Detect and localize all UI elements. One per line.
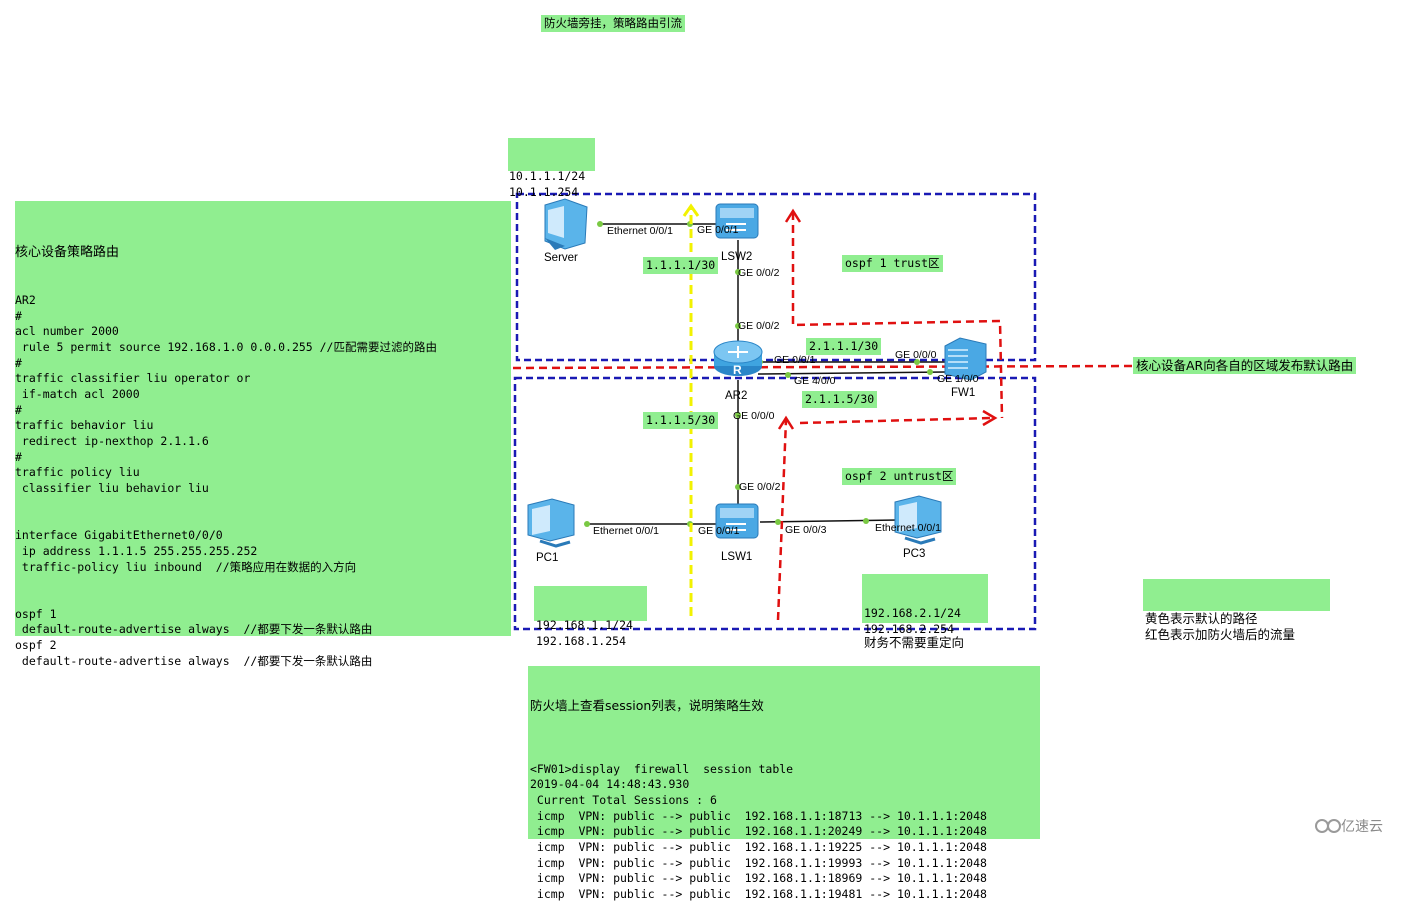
config-line: traffic-policy liu inbound //策略应用在数据的入方向 [15,559,357,574]
link-subnet-label: 1.1.1.5/30 [643,412,719,429]
config-line: ip address 1.1.1.5 255.255.255.252 [15,543,258,558]
trust-area-label: ospf 1 trust区 [842,255,943,272]
ar2-icon: R [713,340,763,377]
session-line: <FW01>display firewall session table [530,761,794,776]
config-lines: AR2#acl number 2000 rule 5 permit source… [15,293,511,670]
pc1-gateway: 192.168.1.254 [536,634,627,649]
config-line [15,497,511,513]
legend-red: 红色表示加防火墙后的流量 [1145,627,1296,642]
session-line: icmp VPN: public --> public 192.168.1.1:… [530,887,987,901]
config-line: default-route-advertise always //都要下发一条默… [15,622,373,637]
config-line: redirect ip-nexthop 2.1.1.6 [15,434,209,448]
server-ip: 10.1.1.1/24 [509,169,586,184]
config-line: ospf 1 [15,606,57,621]
untrust-area-label: ospf 2 untrust区 [842,468,957,485]
ar2-label: AR2 [725,390,748,402]
pc1-ip: 192.168.1.1/24 [536,618,633,633]
session-line: icmp VPN: public --> public 192.168.1.1:… [530,808,987,823]
port-label: GE 0/0/2 [738,267,780,279]
session-line: icmp VPN: public --> public 192.168.1.1:… [530,871,987,886]
port-label: Ethernet 0/0/1 [875,522,941,534]
config-line: # [15,308,22,323]
session-line: icmp VPN: public --> public 192.168.1.1:… [530,839,987,854]
legend-yellow: 黄色表示默认的路径 [1145,611,1258,626]
server-icon [544,198,588,250]
red-path [512,212,1134,621]
config-line [15,591,511,607]
pc3-gateway: 192.168.2.254 [864,622,955,637]
config-line: # [15,402,22,417]
config-line [15,512,511,528]
lsw1-icon [715,503,759,539]
port-label: GE 0/0/1 [697,224,739,236]
config-line: AR2 [15,292,36,307]
server-gateway: 10.1.1.254 [509,185,579,200]
config-line: classifier liu behavior liu [15,481,209,496]
default-route-note: 核心设备AR向各自的区域发布默认路由 [1133,357,1357,374]
pc1-label: PC1 [536,552,559,564]
port-label: GE 0/0/3 [785,524,827,536]
link-subnet-label: 1.1.1.1/30 [643,257,719,274]
pc3-note: 财务不需要重定向 [864,634,965,650]
fw1-icon [944,337,987,381]
config-line [15,575,511,591]
config-line: if-match acl 2000 [15,386,140,401]
policy-route-config-note: 核心设备策略路由 AR2#acl number 2000 rule 5 perm… [15,201,511,668]
port-label: GE 0/0/0 [895,349,937,361]
fw1-label: FW1 [951,387,976,399]
svg-text:R: R [733,363,742,377]
session-line: 2019-04-04 14:48:43.930 [530,777,690,792]
pc3-ip: 192.168.2.1/24 [864,606,961,621]
config-line: traffic behavior liu [15,418,154,433]
link-subnet-label: 2.1.1.1/30 [806,338,882,355]
pc3-icon [894,495,942,545]
session-line: icmp VPN: public --> public 192.168.1.1:… [530,855,987,870]
topology-canvas: R [512,192,1341,833]
session-heading: 防火墙上查看session列表，说明策略生效 [530,698,764,714]
link-subnet-label: 2.1.1.5/30 [802,391,878,408]
server-label: Server [544,252,578,264]
session-table-note: 防火墙上查看session列表，说明策略生效 <FW01>display fir… [528,666,1040,901]
port-label: GE 0/0/2 [739,481,781,493]
session-line: icmp VPN: public --> public 192.168.1.1:… [530,824,987,839]
watermark-logo-icon [1315,819,1341,833]
port-label: GE 0/0/1 [698,525,740,537]
port-dots [584,221,933,527]
session-line: Current Total Sessions : 6 [530,792,717,807]
watermark-text: 亿速云 [1341,819,1383,835]
untrust-zone-box [513,376,1037,631]
config-line: default-route-advertise always //都要下发一条默… [15,653,373,668]
config-line: # [15,449,22,464]
lsw2-icon [715,203,759,239]
port-label: Ethernet 0/0/1 [607,225,673,237]
lsw2-label: LSW2 [721,251,753,263]
config-heading: 核心设备策略路由 [15,245,120,261]
legend: 黄色表示默认的路径红色表示加防火墙后的流量 [1143,579,1330,642]
port-label: GE 1/0/0 [937,373,979,385]
port-label: Ethernet 0/0/1 [593,525,659,537]
pc3-label: PC3 [903,548,926,560]
port-label: GE 0/0/0 [733,410,775,422]
config-line: traffic classifier liu operator or [15,371,251,386]
trust-zone-box [515,192,1037,362]
page-title: 防火墙旁挂，策略路由引流 [541,15,685,32]
config-line: ospf 2 [15,637,57,652]
pc1-icon [527,498,575,548]
port-label: GE 0/0/2 [738,320,780,332]
config-line: traffic policy liu [15,465,140,480]
port-label: GE 4/0/0 [794,375,836,387]
config-line: # [15,355,22,370]
config-line: acl number 2000 [15,324,119,339]
port-label: GE 0/0/1 [774,354,816,366]
session-line [530,746,1040,762]
config-line: interface GigabitEthernet0/0/0 [15,528,223,543]
lsw1-label: LSW1 [721,551,753,563]
config-line: rule 5 permit source 192.168.1.0 0.0.0.2… [15,339,437,354]
red-arrowheads [777,208,998,430]
